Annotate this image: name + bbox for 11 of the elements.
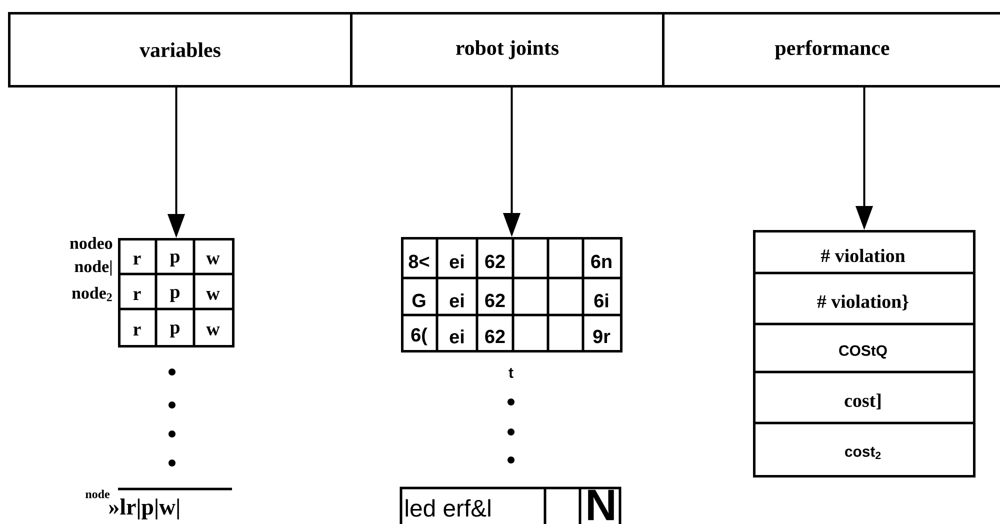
label: t — [508, 368, 514, 378]
table: 8< ei 62 6n G ei 62 6i 6( ei 62 9r — [401, 237, 622, 352]
label: node — [86, 490, 110, 498]
label: N — [588, 490, 614, 520]
header-cell: performance — [662, 12, 1000, 88]
label: led erf&l — [406, 499, 490, 517]
header-cell: robot joints — [350, 12, 664, 88]
header-cell: variables — [8, 12, 352, 88]
label: »lr|p|w| — [109, 498, 179, 520]
table: r p w r p w r p w — [118, 238, 234, 348]
table: # violation # violation} COStQ cost] cost$_{2}$ — [753, 230, 976, 478]
